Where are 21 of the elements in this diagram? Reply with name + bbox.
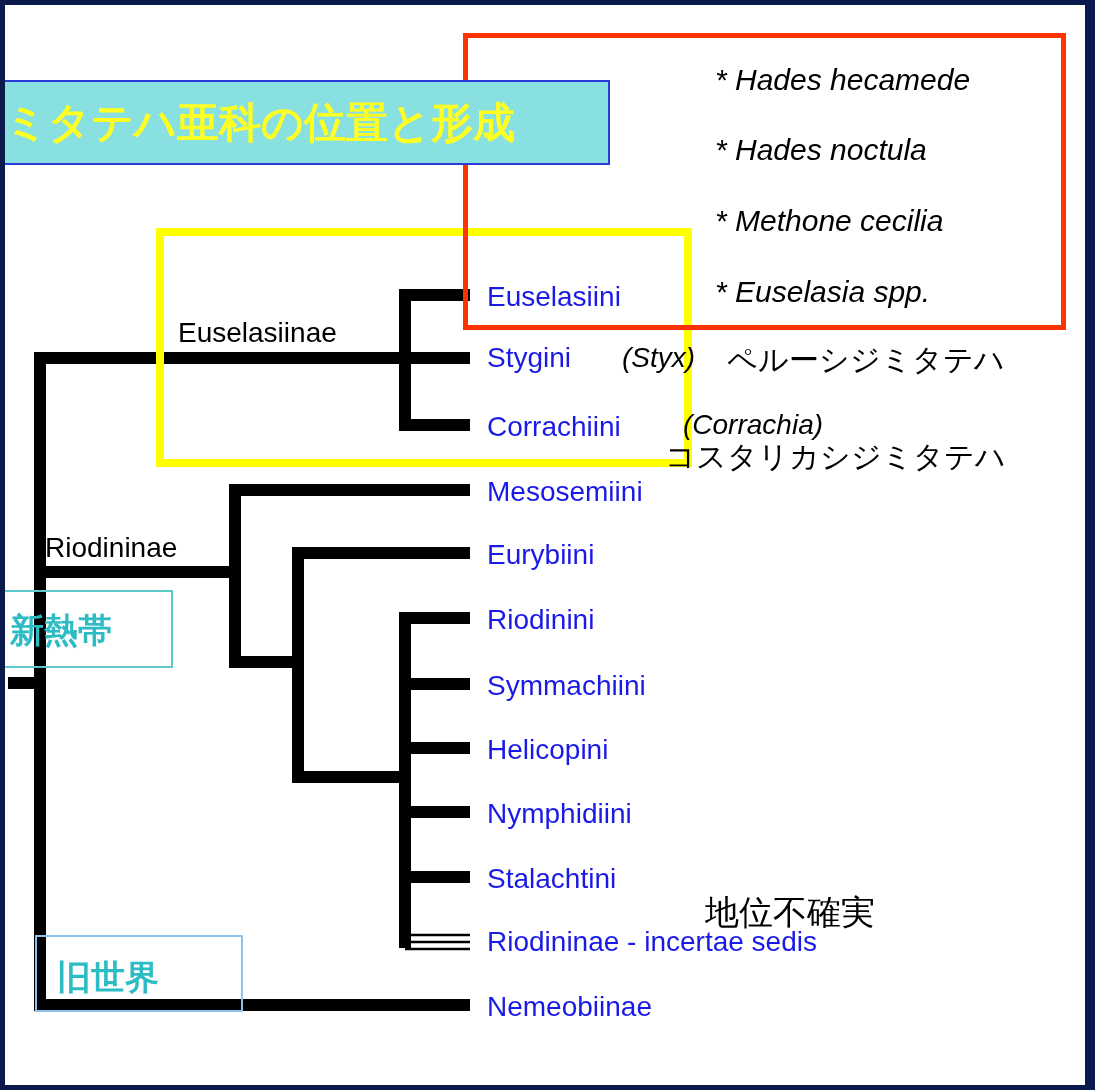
title-text: ミタテハ亜科の位置と形成 [5, 98, 515, 148]
taxon-label: Stygini [487, 341, 572, 375]
taxon-label: Symmachiini [487, 669, 646, 703]
text-label: Euselasiinae [178, 316, 337, 350]
species-name: * Hades hecamede [715, 62, 971, 98]
text-label: ペルーシジミタテハ [727, 342, 1005, 378]
taxon-label: Euselasiini [487, 280, 621, 314]
taxon-label: Corrachiini [487, 410, 621, 444]
text-label: Riodininae [45, 531, 178, 565]
region-label: 旧世界 [57, 956, 159, 998]
taxon-label: Stalachtini [487, 862, 617, 896]
species-name: * Methone cecilia [715, 203, 944, 239]
species-name: * Euselasia spp. [715, 274, 931, 310]
taxon-label: Mesosemiini [487, 475, 643, 509]
taxon-label: Eurybiini [487, 538, 595, 572]
taxon-label: Nemeobiinae [487, 990, 652, 1024]
species-name: * Hades noctula [715, 132, 927, 168]
taxon-label: Riodinini [487, 603, 595, 637]
taxon-label: Helicopini [487, 733, 609, 767]
region-box [35, 935, 243, 1012]
taxon-label: Nymphidiini [487, 797, 632, 831]
